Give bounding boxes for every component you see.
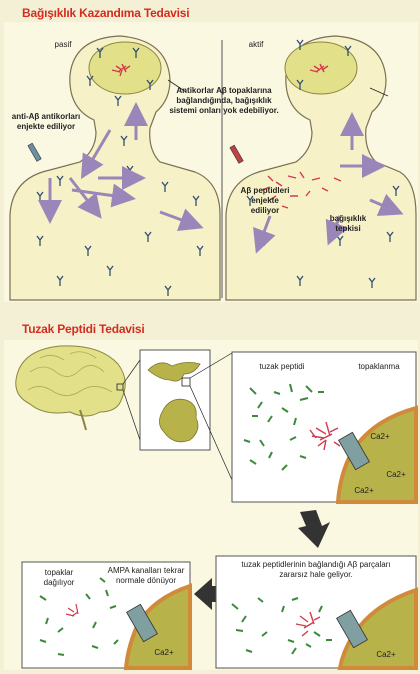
active-inject-label: Aβ peptidleri enjekte ediliyor bbox=[240, 186, 290, 215]
large-brain bbox=[15, 345, 126, 431]
arrow-down bbox=[298, 510, 330, 548]
circulation-arrows bbox=[38, 102, 404, 254]
immunization-title: Bağışıklık Kazandıma Tedavisi bbox=[22, 6, 190, 20]
ampa-channel bbox=[338, 431, 370, 471]
decoy-peptides bbox=[243, 383, 324, 471]
zoom-lines bbox=[122, 352, 233, 481]
ca-label-4: Ca2+ bbox=[376, 650, 396, 659]
active-plaque bbox=[309, 63, 329, 73]
pointer-lines bbox=[167, 79, 389, 97]
antibodies-note: Antikorlar Aβ topaklarına bağlandığında,… bbox=[169, 86, 279, 115]
active-syringe bbox=[229, 144, 244, 164]
bound-plaque bbox=[295, 611, 321, 637]
immune-response-label: bağışıklık tepkisi bbox=[329, 214, 367, 233]
bound-note: tuzak peptidlerinin bağlandığı Aβ parçal… bbox=[241, 560, 391, 579]
dispersed-peptides bbox=[39, 577, 119, 656]
neurons bbox=[147, 362, 201, 443]
decoy-cell bbox=[335, 405, 418, 504]
active-peptides bbox=[261, 171, 342, 209]
ca-label-1: Ca2+ bbox=[370, 432, 390, 441]
passive-inject-label: anti-Aβ antikorları enjekte ediliyor bbox=[11, 112, 81, 131]
dispersed-cell bbox=[123, 583, 192, 670]
passive-brain bbox=[88, 41, 162, 95]
ampa-note: AMPA kanalları tekrar normale dönüyor bbox=[107, 566, 185, 585]
decoy-peptide-label: tuzak peptidi bbox=[259, 362, 305, 371]
passive-syringe bbox=[27, 142, 42, 162]
plaque-aggregate bbox=[309, 421, 341, 451]
bound-cell bbox=[336, 587, 418, 670]
dispersed-label: topaklar dağılıyor bbox=[43, 568, 75, 587]
bound-peptides bbox=[231, 597, 332, 655]
aggregation-label: topaklanma bbox=[358, 362, 400, 371]
ca-label-5: Ca2+ bbox=[154, 648, 174, 657]
ca-label-2: Ca2+ bbox=[386, 470, 406, 479]
decoy-title: Tuzak Peptidi Tedavisi bbox=[22, 322, 145, 336]
active-label: aktif bbox=[248, 40, 264, 49]
dispersed-plaque bbox=[65, 603, 79, 617]
ca-label-3: Ca2+ bbox=[354, 486, 374, 495]
passive-plaque bbox=[111, 63, 131, 77]
passive-label: pasif bbox=[54, 40, 72, 49]
